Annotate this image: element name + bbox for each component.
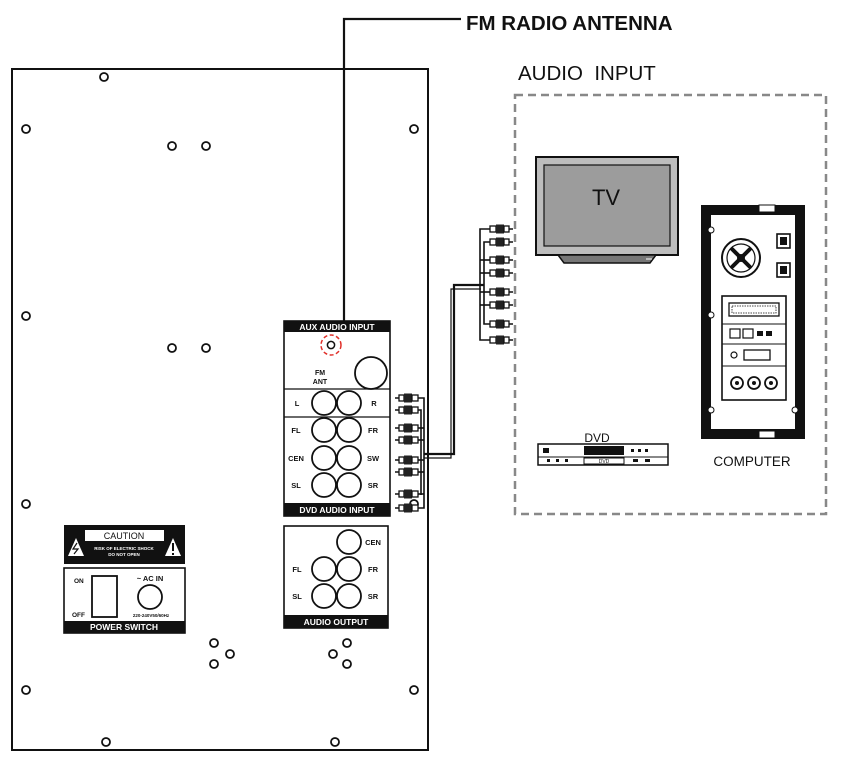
out-cen-label: CEN (365, 538, 381, 547)
out-sl-jack (311, 583, 337, 609)
on-label: ON (74, 578, 84, 585)
dvd-label: DVD (584, 431, 610, 445)
main-audio-cable (424, 283, 484, 456)
risk-line-2: DO NOT OPEN (108, 552, 140, 557)
out-fl-jack (311, 556, 337, 582)
computer-label: COMPUTER (713, 454, 791, 469)
dvd-audio-input-title: DVD AUDIO INPUT (299, 505, 375, 515)
audio-input-dashed-box (513, 93, 828, 516)
out-cen-jack (336, 529, 362, 555)
rca-plug-icon (489, 254, 514, 266)
power-rocker-switch (91, 575, 118, 618)
caution-label: CAUTION RISK OF ELECTRIC SHOCK DO NOT OP… (64, 525, 185, 564)
out-sr-jack (336, 583, 362, 609)
audio-input-heading: AUDIO INPUT (518, 62, 656, 85)
sw-label: SW (367, 454, 380, 463)
aux-r-jack (336, 390, 362, 416)
dvd-sw-jack (336, 445, 362, 471)
audio-output-block: AUDIO OUTPUT CEN FL FR SL SR (283, 525, 389, 629)
risk-line-1: RISK OF ELECTRIC SHOCK (94, 546, 154, 551)
audio-output-title: AUDIO OUTPUT (304, 617, 370, 627)
rca-plug-icon (394, 454, 419, 466)
tv-icon: TV (535, 156, 679, 264)
dvd-sr-jack (336, 472, 362, 498)
out-sr-label: SR (368, 592, 379, 601)
rca-plug-icon (489, 318, 514, 330)
fr-label: FR (368, 426, 379, 435)
rca-plug-icon (394, 488, 419, 500)
device-cable-bundle (479, 228, 490, 341)
fm-ant-jack (354, 356, 388, 390)
aux-audio-input-title: AUX AUDIO INPUT (299, 322, 375, 332)
warning-triangle-icon (68, 538, 84, 556)
rca-plug-icon (489, 334, 514, 346)
computer-tower-icon (701, 204, 805, 439)
main-audio-cable-inner (424, 288, 481, 459)
panel-cable-bundle (418, 397, 425, 509)
fm-label: FM (315, 370, 325, 377)
input-connector-block: AUX AUDIO INPUT DVD AUDIO INPUT FM ANT L… (283, 320, 391, 517)
rca-plug-icon (489, 236, 514, 248)
cen-label: CEN (288, 454, 304, 463)
r-label: R (371, 399, 377, 408)
rca-plug-icon (489, 286, 514, 298)
fm-antenna-terminal (326, 340, 336, 350)
fm-antenna-wire (342, 17, 461, 336)
warning-triangle-icon (165, 538, 181, 556)
rca-plug-icon (394, 502, 419, 514)
dvd-cen-jack (311, 445, 337, 471)
tv-label: TV (592, 185, 620, 210)
out-fr-label: FR (368, 565, 379, 574)
voltage-label: 220-240V50/60Hz (133, 613, 170, 618)
fm-highlight-ring (320, 334, 342, 356)
sr-label: SR (368, 481, 379, 490)
rca-plug-icon (394, 466, 419, 478)
fm-radio-antenna-label: FM RADIO ANTENNA (466, 12, 673, 35)
ant-label: ANT (313, 379, 328, 386)
rca-plug-icon (394, 434, 419, 446)
dvd-fl-jack (311, 417, 337, 443)
dvd-player-icon: DVD DVD (537, 431, 669, 466)
ac-in-socket (137, 584, 163, 610)
fan-icon (721, 238, 761, 278)
dvd-sl-jack (311, 472, 337, 498)
ac-in-label: ~ AC IN (137, 574, 164, 583)
aux-l-jack (311, 390, 337, 416)
fl-label: FL (291, 426, 301, 435)
off-label: OFF (72, 612, 85, 619)
rca-plug-icon (394, 392, 419, 404)
caution-text: CAUTION (104, 531, 145, 541)
out-fr-jack (336, 556, 362, 582)
rca-plug-icon (394, 422, 419, 434)
dvd-fr-jack (336, 417, 362, 443)
dvd-front-label: DVD (599, 459, 610, 465)
rca-plug-icon (394, 404, 419, 416)
l-label: L (295, 399, 300, 408)
device-rca-plugs (489, 223, 514, 346)
rca-plug-icon (489, 267, 514, 279)
out-sl-label: SL (292, 592, 302, 601)
rca-plug-icon (489, 299, 514, 311)
out-fl-label: FL (292, 565, 302, 574)
power-switch-plate: POWER SWITCH ON OFF ~ AC IN 220-240V50/6… (63, 567, 186, 634)
power-switch-title: POWER SWITCH (90, 622, 158, 632)
sl-label: SL (291, 481, 301, 490)
rca-plug-icon (489, 223, 514, 235)
